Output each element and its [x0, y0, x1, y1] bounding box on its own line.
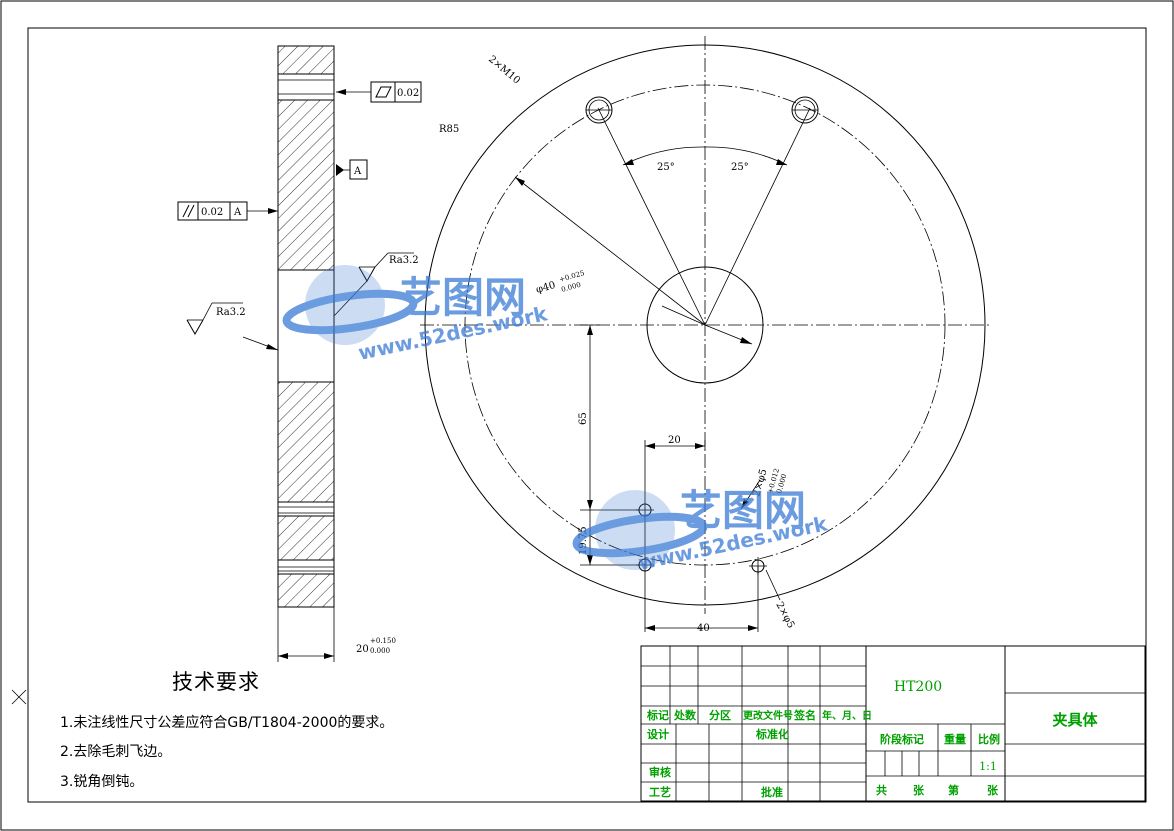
thickness-dimension — [277, 607, 335, 662]
stage-mark-label: 阶段标记 — [880, 732, 924, 746]
dim-19-75: 19.75 — [578, 526, 589, 555]
part-name: 夹具体 — [1052, 711, 1098, 729]
total-label: 共 — [876, 783, 887, 797]
bore-tol-up: +0.025 — [558, 269, 585, 284]
roughness-symbol-2 — [186, 302, 279, 351]
thread-note: 2×M10 — [486, 54, 522, 87]
tech-requirement-1: 1.未注线性尺寸公差应符合GB/T1804-2000的要求。 — [60, 715, 394, 731]
parallelism-datum: A — [233, 207, 242, 218]
watermark-logo-1: 艺图网 www.52des.work — [282, 265, 550, 365]
front-view — [420, 36, 990, 632]
rev-label-mark: 标记 — [646, 708, 669, 722]
dim-20: 20 — [668, 435, 681, 446]
roughness-value-1: Ra3.2 — [389, 255, 419, 266]
holes-note-2: 2×φ5 — [773, 600, 796, 630]
title-block-grid — [640, 645, 1146, 802]
standardize-label: 标准化 — [755, 727, 789, 741]
process-label: 工艺 — [649, 785, 671, 799]
watermark-brand-2: 艺图网 — [680, 486, 806, 535]
angle-left: 25° — [657, 162, 675, 173]
weight-label: 重量 — [944, 732, 966, 746]
section-view — [277, 45, 335, 608]
angle-right: 25° — [731, 162, 749, 173]
parallelism-value: 0.02 — [201, 207, 223, 218]
flatness-tolerance-frame — [336, 81, 422, 103]
tech-requirements-title: 技术要求 — [172, 670, 260, 694]
rev-label-date: 年、月、日 — [822, 709, 872, 722]
review-label: 审核 — [649, 765, 671, 779]
radius-note: R85 — [439, 124, 459, 135]
tech-requirement-3: 3.锐角倒钝。 — [60, 774, 144, 790]
page-label: 张 — [987, 783, 999, 797]
design-label: 设计 — [647, 727, 669, 741]
dim-65: 65 — [578, 412, 589, 425]
rev-label-zone: 分区 — [709, 708, 731, 722]
thickness-value: 20 — [356, 644, 369, 655]
scale-label: 比例 — [978, 732, 1000, 746]
material-label: HT200 — [894, 679, 942, 695]
tech-requirement-2: 2.去除毛刺飞边。 — [60, 744, 172, 760]
centering-mark — [11, 689, 27, 705]
approve-label: 批准 — [761, 785, 783, 799]
thickness-tol-low: 0.000 — [370, 647, 390, 655]
watermark-logo-2: 艺图网 www.52des.work — [572, 486, 830, 575]
scale-value: 1:1 — [979, 760, 997, 773]
datum-a-symbol — [336, 159, 368, 180]
watermark-brand-1: 艺图网 — [400, 273, 526, 322]
rev-label-doc: 更改文件号 — [743, 709, 793, 722]
bore-diameter: φ40 — [535, 280, 557, 296]
dim-40: 40 — [697, 623, 710, 634]
rev-label-sign: 签名 — [793, 708, 816, 722]
parallelism-tolerance-frame — [177, 201, 278, 221]
thickness-tol-up: +0.150 — [370, 637, 396, 645]
flatness-value: 0.02 — [397, 88, 419, 99]
sheets-label: 张 — [913, 783, 925, 797]
datum-a-label: A — [353, 166, 362, 177]
roughness-value-2: Ra3.2 — [216, 307, 246, 318]
rev-label-count: 处数 — [673, 708, 697, 722]
drawing-frame — [27, 27, 1147, 803]
sheet-no-label: 第 — [948, 783, 959, 797]
